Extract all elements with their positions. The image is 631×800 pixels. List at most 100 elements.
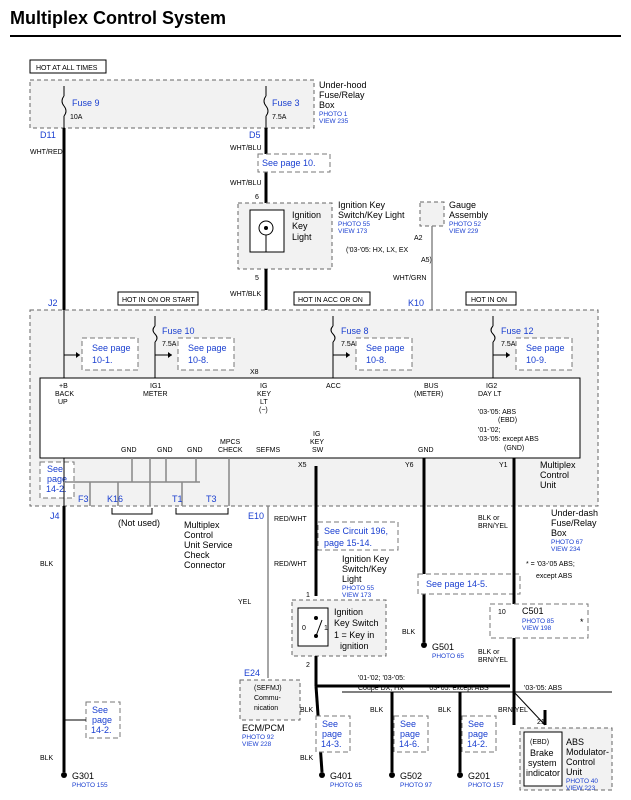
svg-text:10-9.: 10-9. (526, 355, 547, 365)
svg-text:Under-hood: Under-hood (319, 80, 367, 90)
svg-text:system: system (528, 758, 557, 768)
see-page-10-1-link[interactable]: See page (92, 343, 131, 353)
loc-f3: F3 (78, 494, 89, 504)
hot-at-all-times-label: HOT AT ALL TIMES (36, 65, 98, 72)
see-page-14-5-link[interactable]: See page 14-5. (426, 579, 488, 589)
g502-label: G502 (400, 771, 422, 781)
see-page-14-3-link[interactable]: See (322, 719, 338, 729)
ecm-view: VIEW 228 (242, 741, 272, 748)
hot-acc-on-tag (293, 291, 371, 306)
see-circuit-196-link[interactable]: See Circuit 196, (324, 526, 388, 536)
c501-pin: 10 (498, 609, 506, 616)
svg-text:Ignition: Ignition (292, 210, 321, 220)
hot-run-start-label: HOT IN ON OR START (122, 297, 195, 304)
svg-text:(EBD): (EBD) (530, 739, 549, 746)
svg-text:(METER): (METER) (414, 391, 443, 398)
see-page-10-8a-box (177, 337, 235, 371)
brake-indicator-label: (EBD) Brake system indicator (526, 739, 560, 778)
svg-text:Control: Control (540, 470, 569, 480)
wire-blk-label-3: BLK (370, 707, 384, 714)
see-page-10-9-link[interactable]: See page (526, 343, 565, 353)
see-page-14-6-link[interactable]: See (400, 719, 416, 729)
svg-text:except ABS: except ABS (536, 573, 573, 580)
see-page-14-2-inner-link[interactable]: See (47, 464, 63, 474)
see-page-14-2-left-link[interactable]: See (92, 705, 108, 715)
svg-text:VIEW 173: VIEW 173 (338, 228, 368, 235)
svg-text:10-1.: 10-1. (92, 355, 113, 365)
not-used-bracket (111, 508, 153, 515)
except-abs-note: '03-'05: except ABS (428, 685, 489, 692)
svg-text:page 15-14.: page 15-14. (324, 538, 372, 548)
svg-text:page: page (468, 729, 488, 739)
svg-text:IG1: IG1 (150, 383, 161, 390)
g502-photo: PHOTO 97 (400, 782, 432, 789)
see-page-10-link[interactable]: See page 10. (262, 158, 316, 168)
svg-text:PHOTO 1: PHOTO 1 (319, 111, 348, 118)
see-page-14-2-left-box (85, 701, 121, 739)
see-page-10-1-box (81, 337, 139, 371)
c501-label: C501 (522, 606, 544, 616)
svg-text:'03-'05: ABS: '03-'05: ABS (478, 409, 516, 416)
gauge-assembly-name: Gauge Assembly PHOTO 52 VIEW 229 (449, 200, 489, 235)
c501-star: * (580, 617, 584, 627)
see-page-14-5-box (417, 573, 521, 595)
ign-light-pin-top: 6 (255, 194, 259, 201)
abs-footnote: * = '03-'05 ABS; except ABS (526, 561, 575, 580)
ign-key-switch-name: Ignition Key Switch/Key Light PHOTO 55 V… (342, 554, 390, 599)
g201-photo: PHOTO 157 (468, 782, 504, 789)
svg-text:PHOTO 40: PHOTO 40 (566, 778, 598, 785)
g401-label: G401 (330, 771, 352, 781)
loc-t3: T3 (206, 494, 217, 504)
svg-text:indicator: indicator (526, 768, 560, 778)
gauge-pin-note: ('03-'05: HX, LX, EX A5) (346, 247, 432, 264)
svg-text:METER: METER (143, 391, 168, 398)
see-page-14-6-box (393, 715, 429, 753)
see-page-10-8a-link[interactable]: See page (188, 343, 227, 353)
svg-text:14-2.: 14-2. (91, 725, 112, 735)
fuse-10-label: Fuse 10 (162, 326, 195, 336)
svg-text:(−): (−) (259, 407, 268, 414)
loc-d11: D11 (40, 130, 56, 140)
svg-text:Key Switch: Key Switch (334, 618, 379, 628)
g501-label: G501 (432, 642, 454, 652)
key-light-bulb-center (264, 226, 268, 230)
svg-text:SEFMS: SEFMS (256, 447, 280, 454)
svg-text:Unit Service: Unit Service (184, 540, 233, 550)
svg-text:(SEFMJ): (SEFMJ) (254, 685, 282, 692)
svg-text:KEY: KEY (257, 391, 271, 398)
abs-modulator-name: ABS Modulator- Control Unit PHOTO 40 VIE… (566, 737, 609, 792)
svg-text:IG: IG (313, 431, 320, 438)
see-page-10-8b-link[interactable]: See page (366, 343, 405, 353)
svg-text:IG: IG (260, 383, 267, 390)
svg-text:Multiplex: Multiplex (184, 520, 220, 530)
page-title: Multiplex Control System (10, 8, 226, 28)
wire-wht-blu-label-2: WHT/BLU (230, 180, 262, 187)
svg-text:Gauge: Gauge (449, 200, 476, 210)
ecm-pcm-box (239, 679, 301, 721)
svg-text:Control: Control (184, 530, 213, 540)
see-page-14-2-right-link[interactable]: See (468, 719, 484, 729)
svg-text:PHOTO 55: PHOTO 55 (338, 221, 370, 228)
svg-text:ABS: ABS (566, 737, 584, 747)
svg-text:VIEW 234: VIEW 234 (551, 546, 581, 553)
underhood-fuse-relay-box (29, 79, 315, 129)
mcu-top-terminals: +B BACK UP IG1 METER IG KEY LT (−) ACC B… (55, 383, 502, 414)
wire-red-wht-label-2: RED/WHT (274, 561, 307, 568)
mcu-bottom-terminals: GND GND GND MPCS CHECK SEFMS IG KEY SW G… (121, 431, 434, 454)
g501-ground-icon (421, 642, 427, 648)
svg-text:UP: UP (58, 399, 68, 406)
svg-text:* = '03-'05 ABS;: * = '03-'05 ABS; (526, 561, 575, 568)
svg-text:VIEW 235: VIEW 235 (319, 118, 349, 125)
svg-text:Commu-: Commu- (254, 695, 282, 702)
svg-text:Box: Box (319, 100, 335, 110)
wire-red-wht-label-1: RED/WHT (274, 516, 307, 523)
wire-blk-label-6: BLK (40, 755, 54, 762)
svg-text:14-6.: 14-6. (399, 739, 420, 749)
svg-text:1 = Key in: 1 = Key in (334, 630, 374, 640)
svg-text:Coupe DX, HX: Coupe DX, HX (358, 685, 404, 692)
check-connector-bracket (175, 508, 229, 515)
svg-text:MPCS: MPCS (220, 439, 241, 446)
fuse-10: Fuse 10 7.5A (152, 316, 195, 378)
hot-at-all-times-tag (29, 59, 107, 74)
